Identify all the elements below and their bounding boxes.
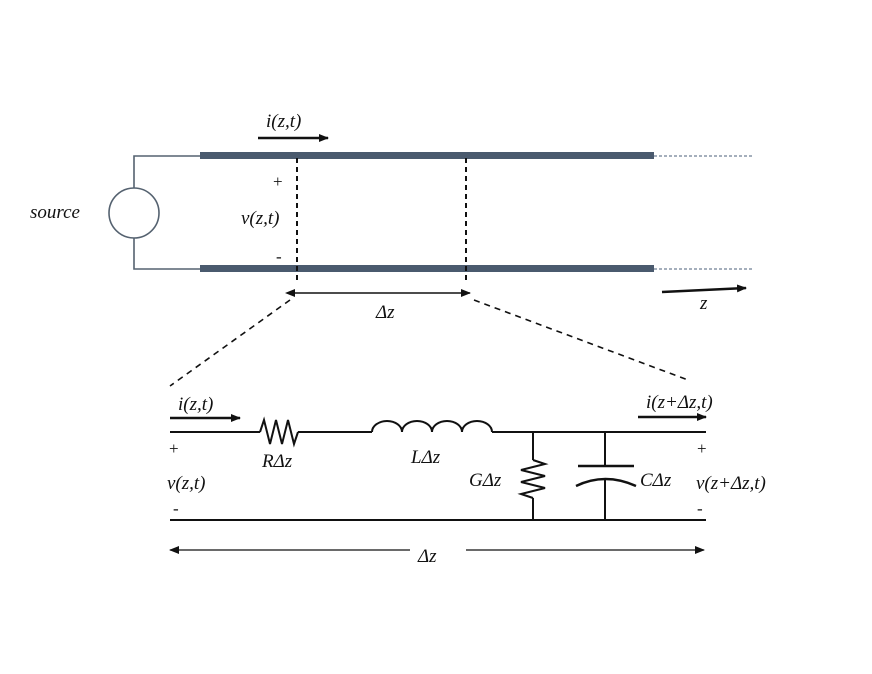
circuit-voltage-in-label: v(z,t) (167, 473, 206, 494)
zoom-line-right (473, 299, 689, 381)
source-wire-bottom (133, 238, 200, 270)
z-axis-label: z (699, 293, 708, 314)
shunt-resistor-icon (517, 459, 549, 499)
circuit-plus-left: + (169, 439, 179, 458)
circuit-current-in-label: i(z,t) (178, 394, 213, 415)
zoom-line-left (169, 299, 291, 387)
circuit-voltage-out-label: v(z+Δz,t) (696, 473, 766, 494)
z-axis-arrow (661, 284, 747, 294)
shunt-conductance-label: GΔz (469, 470, 502, 491)
lower-conductor (200, 265, 654, 272)
top-segment-label: Δz (375, 302, 395, 323)
source-wire-top (133, 155, 200, 188)
top-minus-sign: - (276, 247, 282, 266)
circuit-minus-left: - (173, 499, 179, 518)
series-resistor-icon (259, 416, 299, 448)
circuit-minus-right: - (697, 499, 703, 518)
series-inductor-icon (371, 420, 493, 433)
upper-conductor (200, 152, 654, 159)
source-icon (108, 187, 160, 239)
series-inductor-label: LΔz (410, 447, 441, 468)
series-resistor-label: RΔz (261, 451, 293, 472)
shunt-capacitor-label: CΔz (640, 470, 672, 491)
top-voltage-label: v(z,t) (241, 208, 280, 229)
top-current-label: i(z,t) (266, 111, 301, 132)
source-label: source (30, 202, 80, 223)
top-plus-sign: + (273, 172, 283, 191)
circuit-segment-label: Δz (417, 546, 437, 567)
circuit-current-out-label: i(z+Δz,t) (646, 392, 713, 413)
circuit-plus-right: + (697, 439, 707, 458)
